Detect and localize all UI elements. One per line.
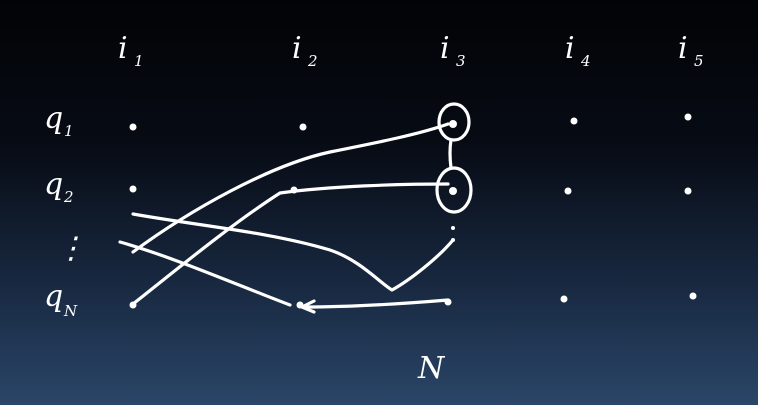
dot-q2-i1 [129, 185, 137, 193]
column-header-sub: 4 [580, 52, 591, 70]
dot-qN-i5 [689, 292, 697, 300]
column-header-i5: i 5 [678, 31, 704, 70]
dot-q1-i2 [299, 123, 307, 131]
connector-q1-q2-i3 [448, 138, 453, 170]
dot-q2-i3 [449, 187, 457, 195]
column-header-main: i [118, 31, 128, 66]
column-header-main: i [565, 31, 575, 66]
dot-q1-i1 [129, 123, 137, 131]
dot-q1-i3 [449, 120, 457, 128]
row-label-ellipsis: ⋮ [56, 231, 86, 266]
dot-q1-i5 [684, 113, 692, 121]
row-label-qN: q N [44, 279, 78, 320]
path-ellipsis-to-qN-i2 [118, 240, 292, 307]
path-i1-to-ellipsis-i3 [131, 212, 455, 292]
column-header-i4: i 4 [565, 31, 591, 70]
column-header-i2: i 2 [292, 31, 318, 70]
row-label-sub: 2 [63, 188, 74, 206]
path-qN-i1-to-q2-i3 [131, 182, 450, 306]
highlight-circle-q2-i3 [435, 166, 473, 214]
column-header-main: i [678, 31, 688, 66]
column-header-sub: 2 [307, 52, 318, 70]
grid-dots [129, 113, 697, 309]
dot-qN-i4 [560, 295, 568, 303]
column-header-i1: i 1 [118, 31, 144, 70]
row-label-sub: 1 [64, 122, 74, 140]
row-label-main: ⋮ [56, 231, 86, 266]
dot-q1-i4 [570, 117, 578, 125]
row-label-sub: N [63, 302, 78, 320]
dot-q2-i4 [564, 187, 572, 195]
column-header-sub: 3 [456, 52, 466, 70]
column-header-i3: i 3 [440, 31, 466, 70]
column-header-sub: 1 [134, 52, 144, 70]
row-label-main: q [44, 279, 63, 314]
dot-q2-i5 [684, 187, 692, 195]
path-qN-i3-to-qN-i2 [302, 298, 450, 309]
row-label-main: q [44, 101, 63, 136]
arrowhead-qN-i2 [300, 299, 316, 314]
dot-ellipsis-i3-a [451, 226, 455, 230]
row-label-q2: q 2 [44, 167, 74, 206]
row-label-q1: q 1 [44, 101, 74, 140]
column-header-main: i [440, 31, 450, 66]
row-label-main: q [44, 167, 63, 202]
bottom-label-N: N [417, 351, 446, 386]
highlight-circle-q1-i3 [437, 102, 471, 142]
column-header-main: i [292, 31, 302, 66]
path-i1-to-q1-i3 [131, 122, 450, 254]
column-header-sub: 5 [694, 52, 704, 70]
